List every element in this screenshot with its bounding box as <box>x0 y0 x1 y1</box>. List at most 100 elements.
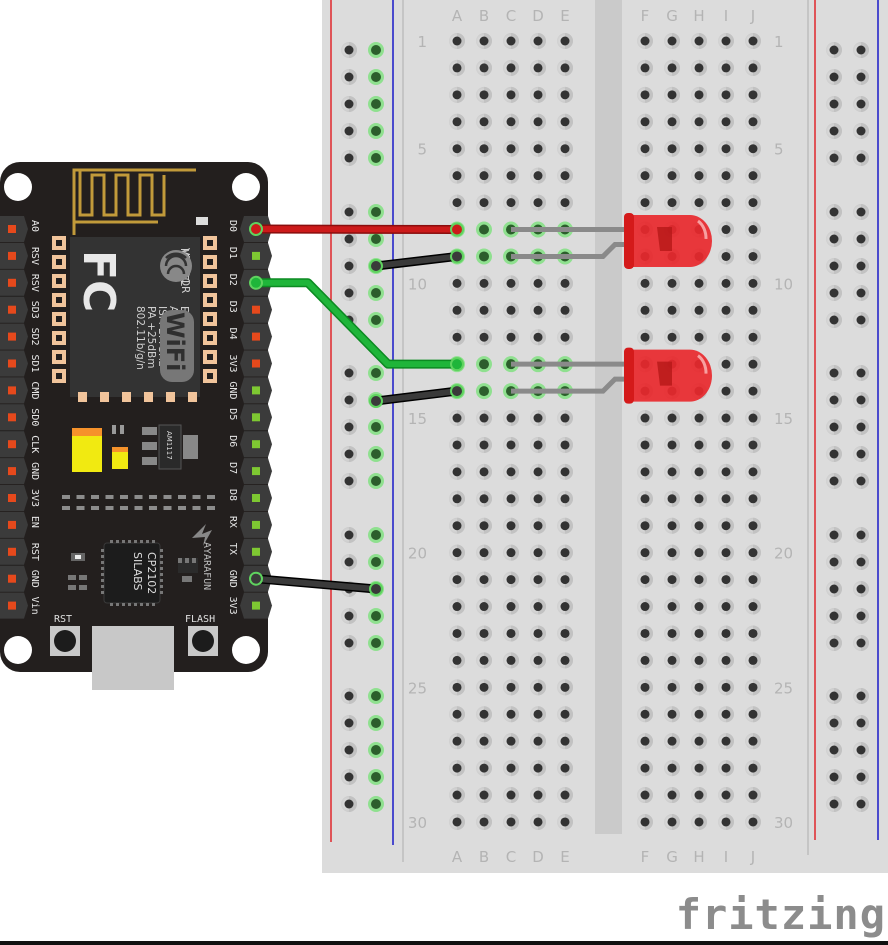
hole-I13[interactable] <box>718 356 734 373</box>
hole-B10[interactable] <box>476 275 492 292</box>
bus-hole-left-pos[interactable] <box>341 69 357 85</box>
bus-hole-right-pos[interactable] <box>826 554 842 570</box>
hole-J7[interactable] <box>745 194 761 211</box>
bus-hole-right-pos[interactable] <box>826 150 842 166</box>
pin-left-sd2[interactable] <box>8 332 16 341</box>
hole-F1[interactable] <box>637 33 653 49</box>
hole-E21[interactable] <box>557 571 573 588</box>
hole-B7[interactable] <box>476 194 492 211</box>
hole-J2[interactable] <box>745 59 761 76</box>
bus-hole-left-neg[interactable] <box>368 123 384 139</box>
hole-H6[interactable] <box>691 167 707 184</box>
hole-H27[interactable] <box>691 733 707 750</box>
hole-I23[interactable] <box>718 625 734 642</box>
hole-E23[interactable] <box>557 625 573 642</box>
bus-hole-right-neg[interactable] <box>853 635 869 651</box>
hole-J11[interactable] <box>745 302 761 319</box>
hole-D27[interactable] <box>530 733 546 750</box>
hole-H23[interactable] <box>691 625 707 642</box>
bus-hole-left-neg[interactable] <box>368 635 384 651</box>
hole-F19[interactable] <box>637 517 653 534</box>
bus-hole-right-pos[interactable] <box>826 392 842 408</box>
hole-B5[interactable] <box>476 140 492 157</box>
pin-left-gnd[interactable] <box>8 467 16 476</box>
bus-hole-right-pos[interactable] <box>826 231 842 247</box>
hole-F16[interactable] <box>637 436 653 453</box>
hole-G30[interactable] <box>664 813 680 830</box>
hole-F25[interactable] <box>637 679 653 696</box>
wire-endpoint[interactable] <box>249 275 263 290</box>
hole-I12[interactable] <box>718 329 734 346</box>
pin-right-tx[interactable] <box>252 547 260 556</box>
bus-hole-left-neg[interactable] <box>368 204 384 220</box>
hole-J26[interactable] <box>745 706 761 723</box>
wire-endpoint[interactable] <box>249 571 263 586</box>
hole-F29[interactable] <box>637 787 653 804</box>
hole-J25[interactable] <box>745 679 761 696</box>
bus-hole-right-neg[interactable] <box>853 231 869 247</box>
bus-hole-left-neg[interactable] <box>368 96 384 112</box>
hole-E25[interactable] <box>557 679 573 696</box>
hole-H29[interactable] <box>691 787 707 804</box>
hole-A1[interactable] <box>449 33 465 49</box>
hole-I30[interactable] <box>718 813 734 830</box>
hole-G21[interactable] <box>664 571 680 588</box>
pin-left-clk[interactable] <box>8 440 16 449</box>
bus-hole-right-neg[interactable] <box>853 715 869 731</box>
bus-hole-right-neg[interactable] <box>853 204 869 220</box>
hole-H25[interactable] <box>691 679 707 696</box>
hole-J22[interactable] <box>745 598 761 615</box>
bus-hole-right-pos[interactable] <box>826 285 842 301</box>
wire-core[interactable] <box>253 226 460 233</box>
pin-right-d5[interactable] <box>252 413 260 422</box>
hole-E12[interactable] <box>557 329 573 346</box>
wire-gnd-board[interactable] <box>249 571 383 596</box>
bus-hole-left-pos[interactable] <box>341 554 357 570</box>
hole-D3[interactable] <box>530 86 546 103</box>
pin-right-d1[interactable] <box>252 251 260 260</box>
hole-I3[interactable] <box>718 86 734 103</box>
hole-B6[interactable] <box>476 167 492 184</box>
hole-C12[interactable] <box>503 329 519 346</box>
bus-hole-left-neg[interactable] <box>368 769 384 785</box>
bus-hole-left-pos[interactable] <box>341 258 357 274</box>
hole-C18[interactable] <box>503 490 519 507</box>
hole-A28[interactable] <box>449 760 465 777</box>
hole-E28[interactable] <box>557 760 573 777</box>
hole-D29[interactable] <box>530 787 546 804</box>
hole-B26[interactable] <box>476 706 492 723</box>
wire-endpoint[interactable] <box>450 249 464 264</box>
bus-hole-left-neg[interactable] <box>368 554 384 570</box>
hole-B23[interactable] <box>476 625 492 642</box>
bus-hole-right-pos[interactable] <box>826 635 842 651</box>
hole-J15[interactable] <box>745 410 761 427</box>
hole-D30[interactable] <box>530 813 546 830</box>
bus-hole-right-neg[interactable] <box>853 258 869 274</box>
bus-hole-left-pos[interactable] <box>341 769 357 785</box>
hole-E2[interactable] <box>557 59 573 76</box>
bus-hole-right-neg[interactable] <box>853 769 869 785</box>
hole-G28[interactable] <box>664 760 680 777</box>
bus-hole-left-neg[interactable] <box>368 419 384 435</box>
hole-F18[interactable] <box>637 490 653 507</box>
bus-hole-right-neg[interactable] <box>853 419 869 435</box>
bus-hole-right-pos[interactable] <box>826 446 842 462</box>
hole-I21[interactable] <box>718 571 734 588</box>
hole-D5[interactable] <box>530 140 546 157</box>
hole-B20[interactable] <box>476 544 492 561</box>
bus-hole-right-pos[interactable] <box>826 715 842 731</box>
hole-H26[interactable] <box>691 706 707 723</box>
hole-G20[interactable] <box>664 544 680 561</box>
hole-J18[interactable] <box>745 490 761 507</box>
hole-H5[interactable] <box>691 140 707 157</box>
hole-D1[interactable] <box>530 33 546 49</box>
hole-C6[interactable] <box>503 167 519 184</box>
hole-A18[interactable] <box>449 490 465 507</box>
hole-B29[interactable] <box>476 787 492 804</box>
bus-hole-left-pos[interactable] <box>341 96 357 112</box>
wire-endpoint[interactable] <box>450 222 464 237</box>
bus-hole-left-neg[interactable] <box>368 527 384 543</box>
bus-hole-right-neg[interactable] <box>853 392 869 408</box>
hole-D22[interactable] <box>530 598 546 615</box>
wire-endpoint[interactable] <box>369 582 383 596</box>
